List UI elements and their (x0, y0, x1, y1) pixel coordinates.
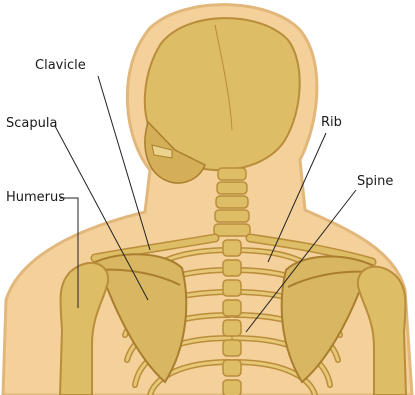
scapula-label: Scapula (6, 116, 57, 131)
clavicle-label: Clavicle (35, 58, 86, 73)
humerus-label: Humerus (6, 190, 65, 205)
spine-label: Spine (357, 174, 393, 189)
cervical-spine (214, 168, 250, 236)
rib-label: Rib (321, 115, 342, 130)
